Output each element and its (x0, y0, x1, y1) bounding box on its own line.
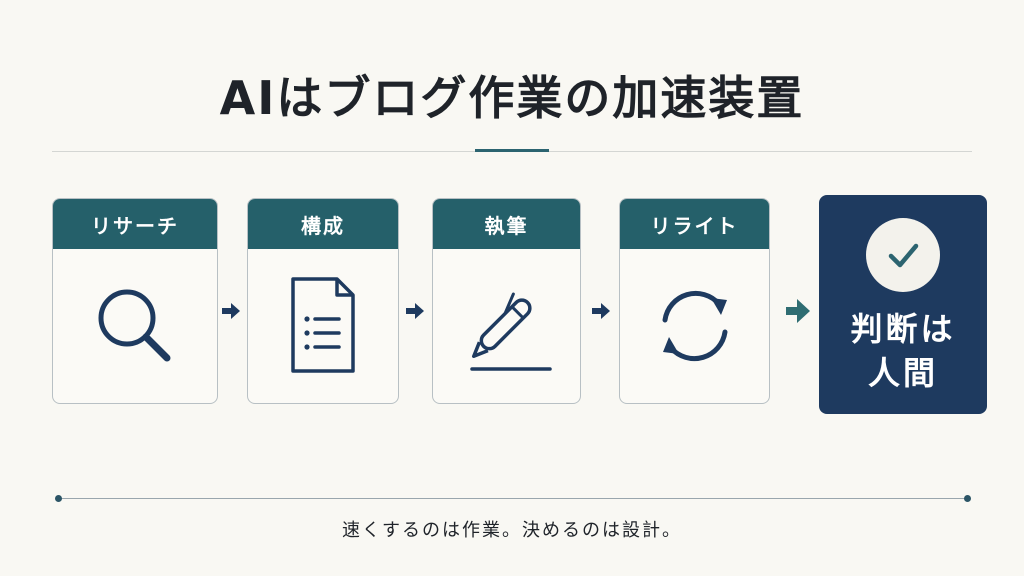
step-card-rewrite: リライト (619, 198, 770, 404)
refresh-cycle-icon (662, 290, 727, 362)
pen-icon (469, 292, 552, 371)
arrow-right-icon (592, 303, 610, 319)
title-accent-bar (475, 149, 549, 152)
arrow-right-icon (222, 303, 240, 319)
final-arrow-icon (786, 299, 810, 323)
step-label-writing: 執筆 (433, 199, 580, 249)
footer-divider-dot-left (55, 495, 62, 502)
step-label-rewrite: リライト (620, 199, 769, 249)
final-decision-card: 判断は 人間 (819, 195, 987, 414)
check-badge (866, 218, 940, 292)
step-label-structure: 構成 (248, 199, 398, 249)
footer-divider-dot-right (964, 495, 971, 502)
document-list-icon (291, 277, 355, 373)
step-card-research: リサーチ (52, 198, 218, 404)
step-card-structure: 構成 (247, 198, 399, 404)
tagline: 速くするのは作業。決めるのは設計。 (342, 520, 682, 541)
checkmark-icon (888, 243, 919, 268)
final-label: 判断は 人間 (819, 307, 987, 395)
final-label-line2: 人間 (867, 354, 938, 392)
arrow-right-icon (406, 303, 424, 319)
magnifier-icon (98, 289, 171, 362)
footer-divider (58, 498, 968, 499)
page-title: AIはブログ作業の加速装置 (219, 71, 805, 125)
final-label-line1: 判断は (850, 310, 956, 348)
step-card-writing: 執筆 (432, 198, 581, 404)
step-label-research: リサーチ (53, 199, 217, 249)
